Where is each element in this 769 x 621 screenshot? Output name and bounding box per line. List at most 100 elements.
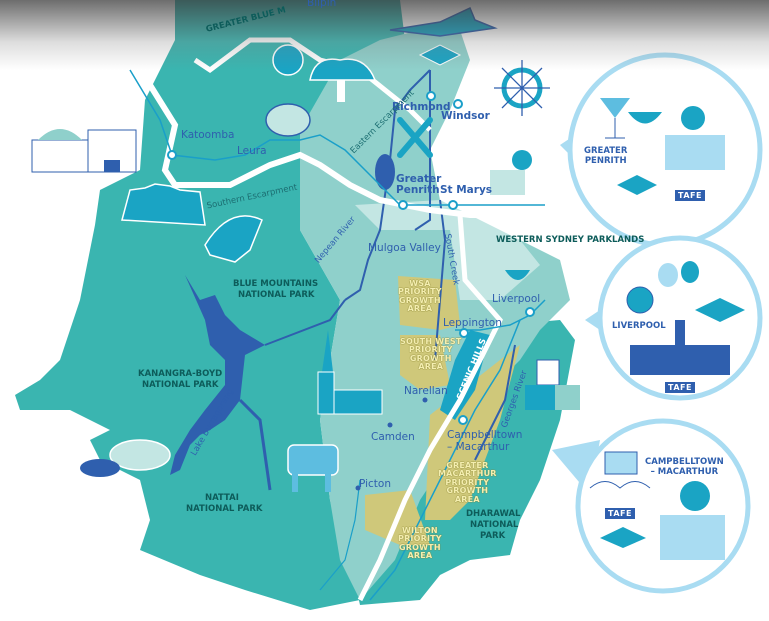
label-richmond: Richmond [392, 101, 451, 113]
growth-area-south-west [400, 335, 450, 390]
label-camden: Camden [371, 431, 415, 443]
gm-line-2: MACARTHUR [438, 469, 497, 479]
noodle-bowl-icon [505, 270, 530, 280]
label-dharawal-2: NATIONAL [470, 520, 519, 530]
gm-line-4: GROWTH [446, 486, 489, 496]
station-markers [167, 91, 535, 425]
document-building-icon [525, 359, 580, 410]
label-mulgoa-valley: Mulgoa Valley [368, 242, 441, 254]
m5-motorway [357, 214, 503, 602]
waterfall-icon [204, 215, 263, 263]
nepean-river [344, 69, 431, 301]
wilton-line-3: GROWTH [399, 542, 441, 552]
label-kanangra-boyd-1: KANANGRA-BOYD [138, 369, 223, 379]
rice-bowl-icon [628, 112, 662, 124]
cutlery-icon [397, 117, 433, 158]
label-greater: Greater [396, 173, 442, 185]
scenic-hills [440, 330, 490, 420]
callout-liverpool-line-1: LIVERPOOL [612, 321, 666, 331]
wsa-line-1: WSA [409, 279, 431, 288]
great-western-highway [147, 82, 573, 218]
graduation-cap-icon [617, 175, 657, 195]
label-nattai-1: NATTAI [205, 493, 239, 503]
wsa-line-3: GROWTH [399, 295, 441, 305]
label-south-west-growth-area: SOUTH WEST PRIORITY GROWTH AREA [400, 337, 462, 372]
town-dots [355, 397, 428, 491]
label-leppington: Leppington [443, 317, 502, 329]
sw-line-3: GROWTH [409, 353, 452, 363]
label-dharawal-1: DHARAWAL [466, 509, 521, 519]
label-wilton-growth-area: WILTON PRIORITY GROWTH AREA [398, 526, 442, 561]
palette-icon [265, 103, 311, 137]
callout-title-liverpool: LIVERPOOL [612, 321, 666, 331]
callout-campbelltown-line-2: – MACARTHUR [650, 467, 719, 478]
label-liverpool: Liverpool [492, 293, 541, 305]
label-windsor: Windsor [441, 110, 490, 122]
label-st-marys: St Marys [440, 184, 493, 196]
label-blue-mountains-np-2: NATIONAL PARK [238, 290, 315, 300]
wilton-line-4: AREA [407, 551, 433, 561]
tafe-badge: TAFE [605, 508, 635, 519]
georges-river [474, 344, 516, 461]
label-katoomba: Katoomba [181, 129, 235, 141]
callout-title-campbelltown: CAMPBELLTOWN – MACARTHUR [645, 457, 724, 477]
wsa-line-4: AREA [407, 304, 433, 314]
platypus-icon [80, 439, 171, 477]
church-icon [317, 330, 383, 415]
sw-line-4: AREA [418, 362, 444, 372]
label-dharawal-3: PARK [480, 531, 506, 541]
fighter-jet-icon [389, 6, 498, 37]
callout-title-greater-penrith: GREATER PENRITH [584, 146, 627, 166]
hospital-icon [665, 106, 725, 170]
urban-pale-band [355, 200, 540, 300]
waterwheel-icon [494, 60, 550, 116]
south-creek [434, 199, 447, 361]
heritage-buildings-icon [31, 129, 137, 173]
three-sisters-icon [121, 183, 206, 226]
tafe-badge: TAFE [675, 190, 705, 201]
medical-cross-icon [626, 286, 654, 314]
sw-line-2: PRIORITY [408, 345, 453, 355]
gm-line-3: PRIORITY [445, 477, 490, 487]
apple-icon [272, 44, 304, 76]
graduation-cap-icon [695, 298, 745, 322]
label-bilpin: Bilpin [307, 0, 337, 9]
label-nattai-2: NATIONAL PARK [186, 504, 263, 514]
callout-penrith-line-2: PENRITH [584, 156, 627, 167]
label-blue-mountains-np-1: BLUE MOUNTAINS [233, 279, 319, 289]
art-gallery-icon [589, 451, 651, 489]
theatre-masks-icon [658, 261, 699, 287]
growth-area-greater-macarthur [425, 345, 520, 520]
tafe-badge: TAFE [665, 382, 695, 393]
label-western-sydney-parklands: WESTERN SYDNEY PARKLANDS [496, 235, 645, 245]
factory-icon [490, 150, 532, 195]
label-picton: Picton [359, 478, 391, 490]
growth-area-wsa [398, 276, 460, 330]
cocktail-icon [600, 98, 630, 139]
label-leura: Leura [237, 145, 267, 157]
gm-line-1: GREATER [446, 461, 489, 470]
callout-campbelltown [552, 418, 751, 594]
wilton-line-1: WILTON [402, 526, 438, 535]
wsa-line-2: PRIORITY [398, 287, 442, 297]
wilton-line-2: PRIORITY [398, 534, 442, 544]
label-penrith: Penrith [396, 184, 440, 196]
graduation-cap-icon [600, 527, 646, 548]
label-wsa-growth-area: WSA PRIORITY GROWTH AREA [398, 279, 442, 314]
label-macarthur: – Macarthur [447, 441, 510, 453]
label-kanangra-boyd-2: NATIONAL PARK [142, 380, 219, 390]
penrith-lakes [375, 154, 395, 190]
label-campbelltown: Campbelltown [447, 429, 523, 441]
label-greater-macarthur-growth-area: GREATER MACARTHUR PRIORITY GROWTH AREA [438, 461, 497, 504]
callout-penrith-line-1: GREATER [584, 146, 628, 156]
sw-line-1: SOUTH WEST [400, 337, 462, 346]
cow-icon [287, 444, 339, 492]
heritage-building-icon [630, 320, 730, 375]
label-narellan: Narellan [404, 385, 448, 397]
callout-campbelltown-line-1: CAMPBELLTOWN [645, 457, 724, 467]
rail-line [129, 69, 545, 206]
lake-burragorang [170, 275, 265, 475]
hospital-icon [660, 481, 725, 560]
